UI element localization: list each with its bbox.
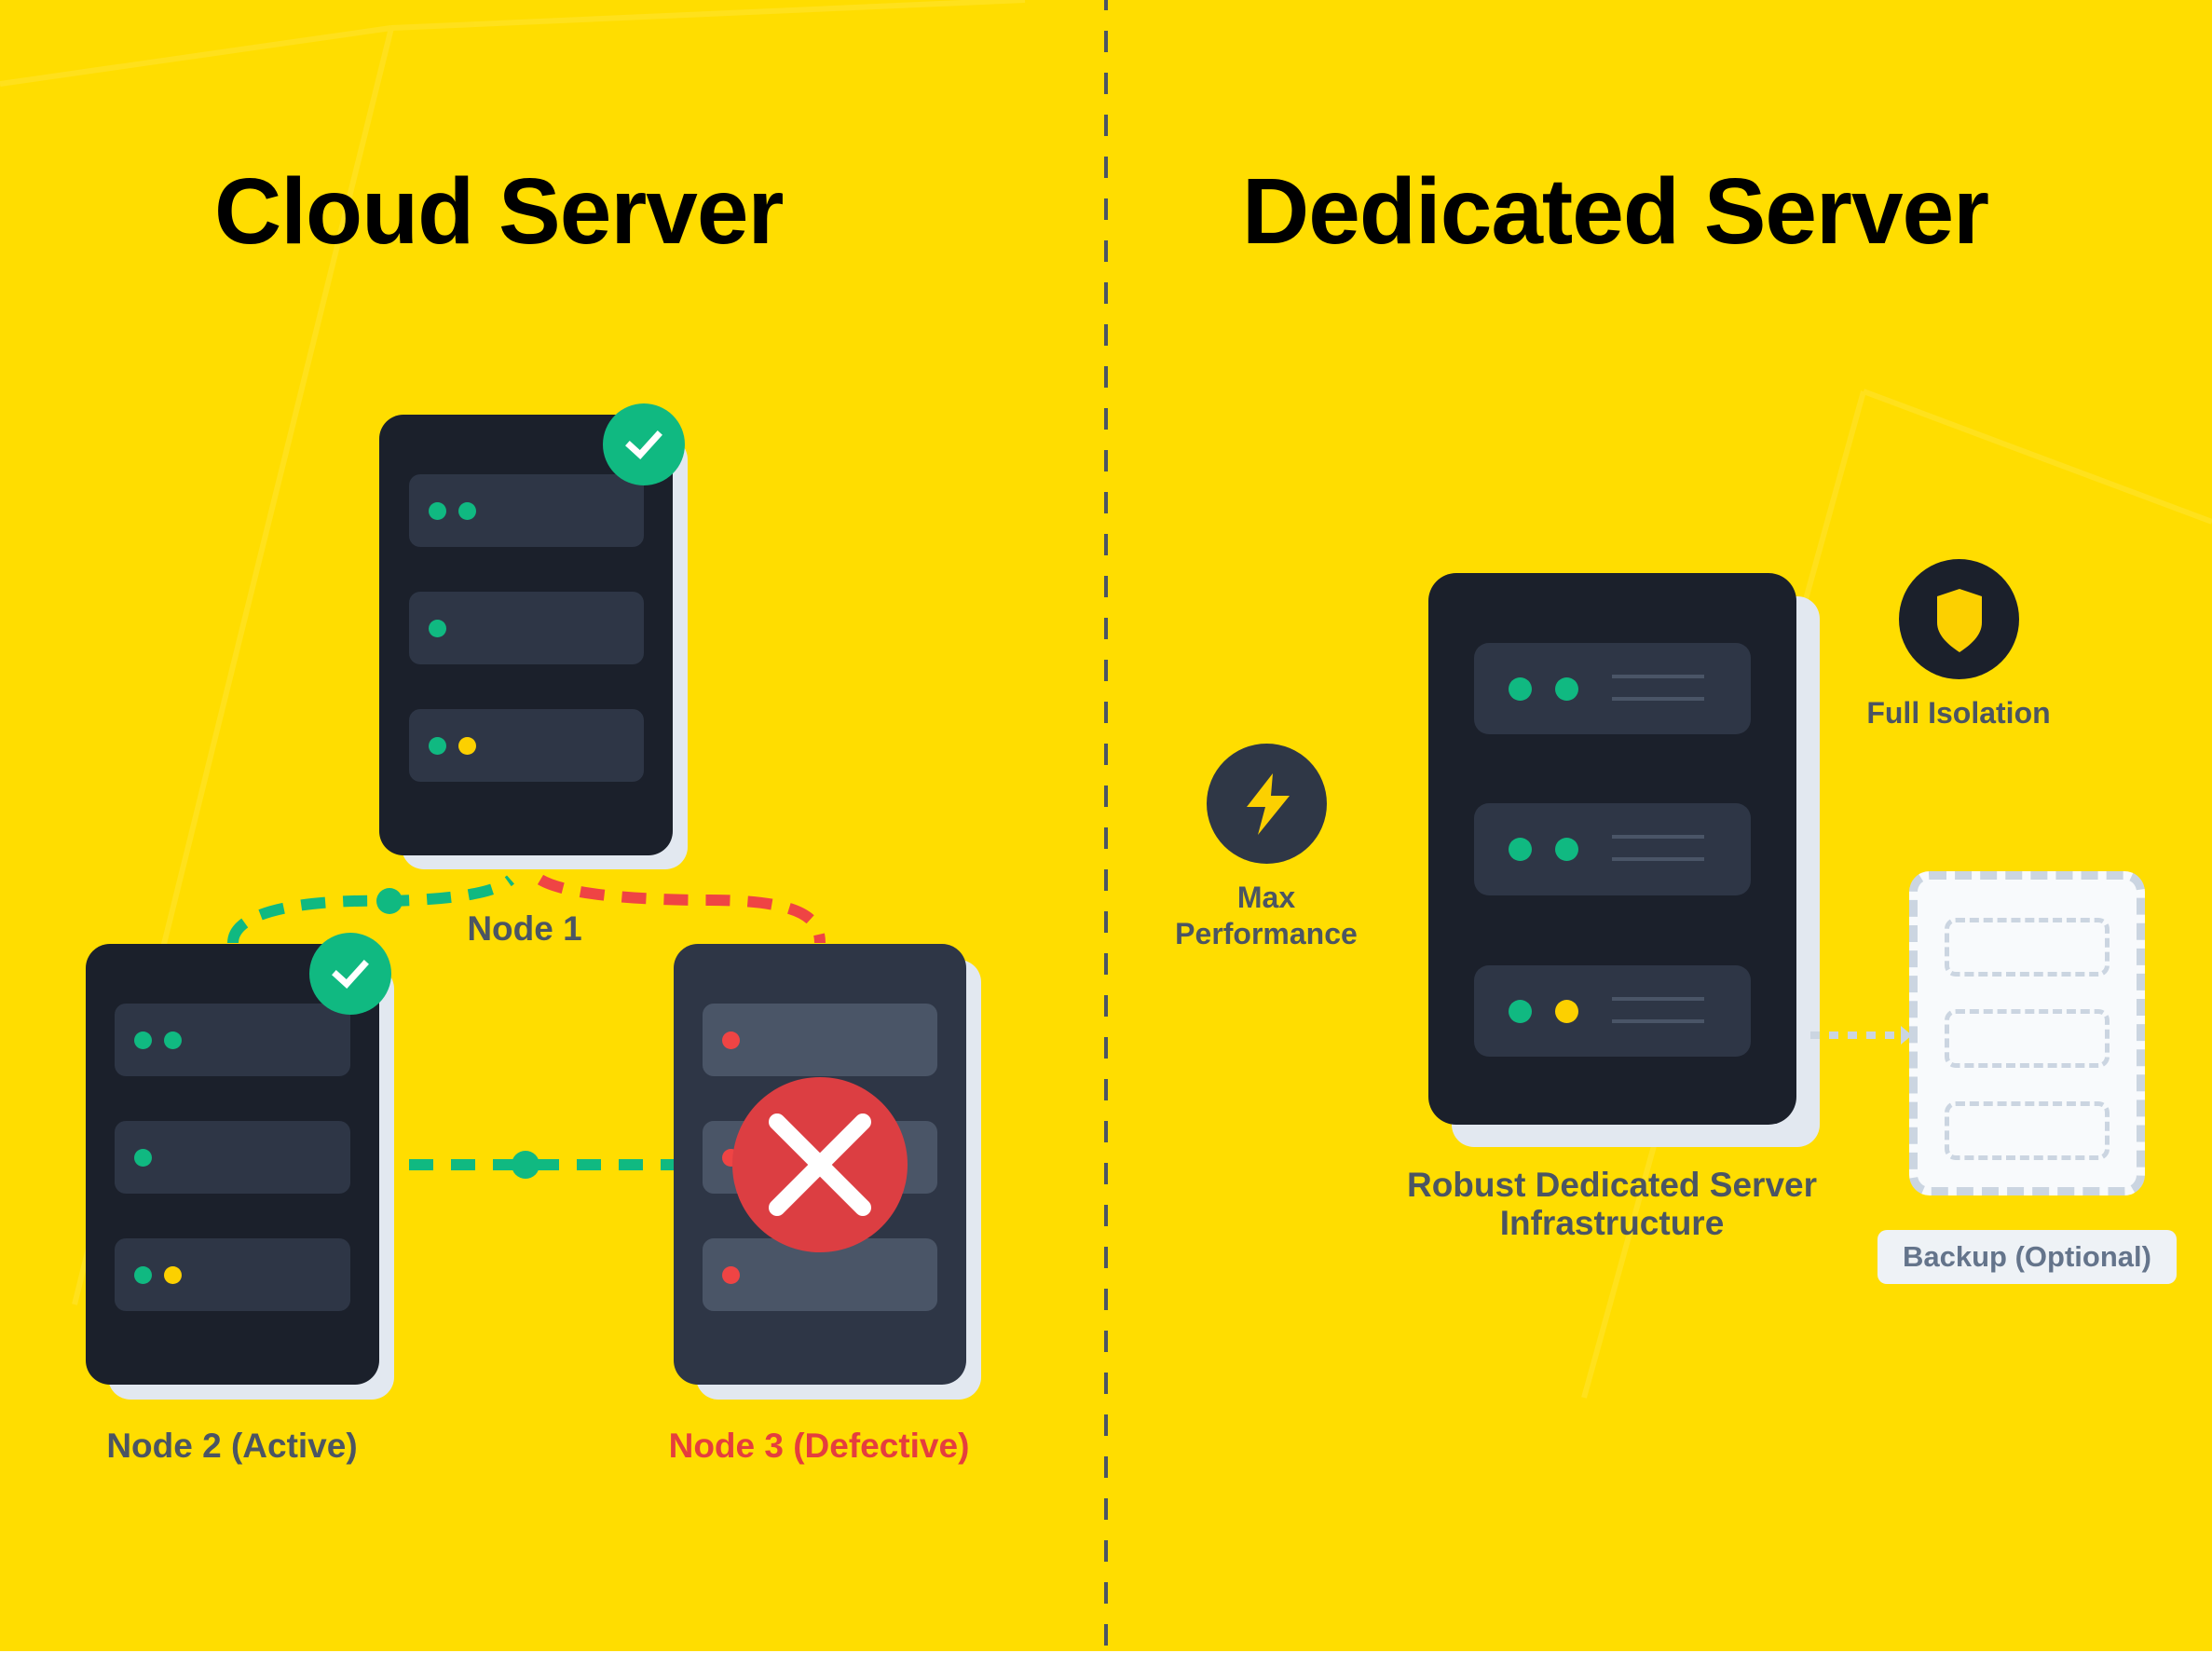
vent-line	[1612, 697, 1704, 701]
arrow-head-icon	[1901, 1026, 1912, 1045]
led-green	[134, 1031, 152, 1049]
vent-line	[1612, 1019, 1704, 1023]
connection-node1-node3	[537, 874, 826, 944]
backup-slot-3	[1945, 1101, 2110, 1160]
backup-slot-2	[1945, 1009, 2110, 1068]
node1-ok-badge	[603, 403, 685, 485]
led-green	[1509, 838, 1532, 861]
led-green	[134, 1266, 152, 1284]
node2-slot-2	[115, 1121, 350, 1194]
led-red	[722, 1266, 740, 1284]
led-green	[429, 620, 446, 637]
cloud-server-title: Cloud Server	[214, 159, 784, 264]
led-green	[1509, 677, 1532, 701]
node2-label: Node 2 (Active)	[106, 1427, 358, 1465]
max-performance-badge	[1207, 744, 1327, 864]
vent-line	[1612, 835, 1704, 839]
node2-slot-1	[115, 1004, 350, 1076]
node1-slot-2	[409, 592, 644, 664]
led-green	[164, 1031, 182, 1049]
led-green	[458, 502, 476, 520]
node3-error-badge	[732, 1077, 908, 1252]
node2-server[interactable]	[86, 944, 379, 1385]
node3-label: Node 3 (Defective)	[668, 1427, 970, 1465]
led-yellow	[164, 1266, 182, 1284]
led-green	[429, 502, 446, 520]
node1-server[interactable]	[379, 415, 673, 855]
check-icon	[625, 430, 662, 459]
dedicated-slot-1	[1474, 643, 1751, 734]
node3-slot-1	[703, 1004, 937, 1076]
lightning-icon	[1246, 772, 1290, 835]
connection-node2-node3-dot	[512, 1151, 539, 1179]
full-isolation-label: Full Isolation	[1866, 696, 2051, 730]
max-performance-line1: Max	[1236, 881, 1296, 914]
led-green	[1509, 1000, 1532, 1023]
full-isolation-badge	[1899, 559, 2019, 679]
led-green	[1555, 838, 1578, 861]
max-performance-line2: Performance	[1175, 917, 1358, 950]
led-yellow	[1555, 1000, 1578, 1023]
dedicated-caption-line2: Infrastructure	[1499, 1204, 1725, 1242]
backup-server-placeholder[interactable]	[1909, 871, 2145, 1195]
led-green	[429, 737, 446, 755]
dedicated-slot-2	[1474, 803, 1751, 895]
dedicated-slot-3	[1474, 965, 1751, 1057]
led-green	[1555, 677, 1578, 701]
vent-line	[1612, 997, 1704, 1001]
check-icon	[332, 960, 369, 989]
node1-slot-1	[409, 474, 644, 547]
connection-node1-node2-dot	[376, 888, 403, 914]
x-icon	[769, 1113, 871, 1216]
node1-label: Node 1	[467, 909, 582, 948]
node-connections	[227, 874, 826, 1179]
backup-label: Backup (Optional)	[1877, 1230, 2177, 1284]
node2-slot-3	[115, 1238, 350, 1311]
vent-line	[1612, 857, 1704, 861]
dedicated-caption-line1: Robust Dedicated Server	[1406, 1166, 1818, 1204]
backup-slot-1	[1945, 918, 2110, 977]
dedicated-server[interactable]	[1428, 573, 1796, 1125]
led-green	[134, 1149, 152, 1167]
node1-slot-3	[409, 709, 644, 782]
section-divider	[1104, 0, 1108, 1651]
node2-ok-badge	[309, 933, 391, 1015]
vent-line	[1612, 675, 1704, 678]
dedicated-server-title: Dedicated Server	[1242, 159, 1989, 264]
shield-icon	[1936, 588, 1982, 652]
led-red	[722, 1031, 740, 1049]
led-yellow	[458, 737, 476, 755]
